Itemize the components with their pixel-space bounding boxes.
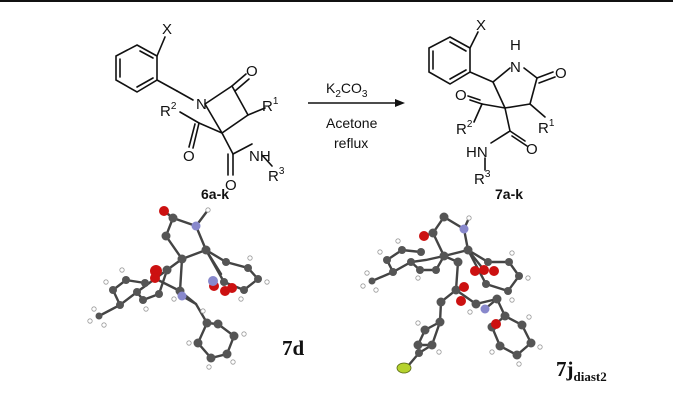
reactant-r2-group: R2	[160, 101, 177, 120]
reactant-amide-o-atom: O	[225, 177, 237, 194]
reactant-r3-group: R3	[268, 166, 285, 185]
temperature-label: reflux	[334, 135, 368, 151]
product-h-atom: H	[510, 37, 521, 54]
product-label: 7a-k	[495, 186, 523, 202]
product-n-atom: N	[510, 59, 521, 76]
product-r3-group: R3	[474, 169, 491, 188]
xray-structure-7j: 7jdiast2	[360, 212, 607, 384]
xray-structure-7d: 7d	[87, 206, 305, 370]
reactant-x-atom: X	[162, 21, 172, 38]
reactant-lactam-o-atom: O	[246, 63, 258, 80]
reactant-structure: X N O O O NH R1 R2 R3 6a-k	[115, 21, 285, 202]
product-ketone-o-atom: O	[455, 87, 467, 104]
reactant-ketone-o-atom: O	[183, 148, 195, 165]
reactant-label: 6a-k	[201, 186, 229, 202]
product-r2-group: R2	[456, 119, 473, 138]
product-structure: X H N O O O HN R1 R2 R3 7a-k	[428, 17, 567, 202]
reagent-label: K2CO3	[326, 80, 368, 100]
reactant-n-atom: N	[196, 96, 207, 113]
reactant-nh-group: NH	[249, 148, 271, 165]
product-hn-group: HN	[466, 144, 488, 161]
xray-label-7j: 7jdiast2	[556, 357, 607, 384]
product-lactam-o-atom: O	[555, 65, 567, 82]
solvent-label: Acetone	[326, 115, 378, 131]
product-x-atom: X	[476, 17, 486, 34]
reaction-arrow	[308, 99, 405, 107]
xray-label-7d: 7d	[282, 336, 305, 360]
product-r1-group: R1	[538, 118, 555, 137]
product-amide-o-atom: O	[526, 141, 538, 158]
reactant-r1-group: R1	[262, 96, 279, 115]
